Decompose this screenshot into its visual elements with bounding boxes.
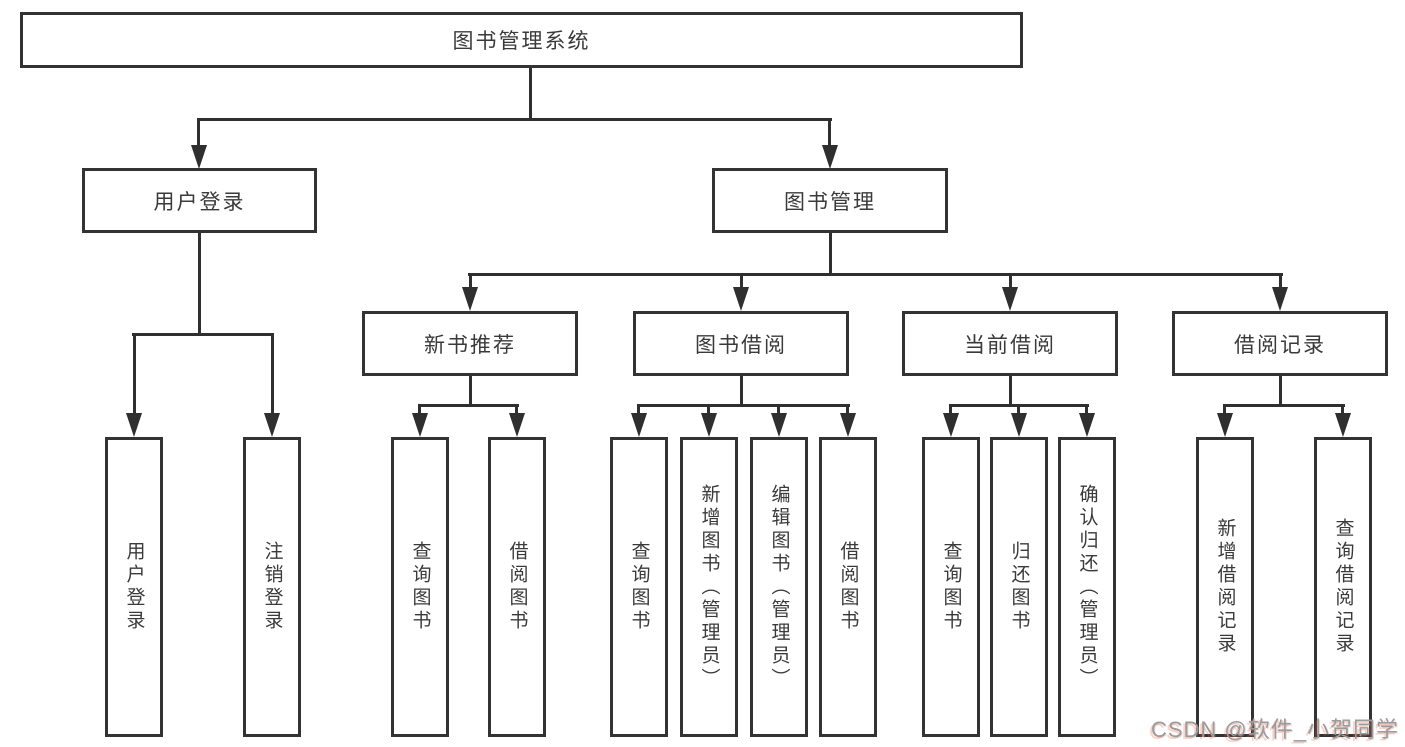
arrowhead-down bbox=[264, 413, 280, 437]
connector-line bbox=[1341, 404, 1344, 418]
connector-line bbox=[1017, 404, 1020, 418]
node-new-book-recommend: 新书推荐 bbox=[362, 311, 578, 376]
connector-line bbox=[271, 333, 274, 416]
arrowhead-down bbox=[191, 145, 207, 169]
arrowhead-down bbox=[701, 413, 717, 437]
connector-line bbox=[829, 233, 832, 276]
node-user-login: 用户登录 bbox=[82, 168, 317, 233]
arrowhead-down bbox=[462, 287, 478, 311]
leaf-recommend-borrow-book: 借阅图书 bbox=[488, 437, 546, 737]
arrowhead-down bbox=[509, 413, 525, 437]
connector-line bbox=[949, 404, 952, 418]
leaf-current-query-book: 查询图书 bbox=[922, 437, 980, 737]
connector-line bbox=[1279, 376, 1282, 407]
arrowhead-down bbox=[1217, 413, 1233, 437]
connector-line bbox=[469, 273, 472, 291]
connector-level2-splitter bbox=[468, 273, 1283, 276]
leaf-record-query-record: 查询借阅记录 bbox=[1314, 437, 1372, 737]
connector-line bbox=[418, 404, 421, 418]
arrowhead-down bbox=[1272, 287, 1288, 311]
connector-line bbox=[740, 273, 743, 291]
connector-line bbox=[846, 404, 849, 418]
connector-line bbox=[740, 376, 743, 407]
arrowhead-down bbox=[822, 145, 838, 169]
connector-line bbox=[197, 118, 200, 148]
node-root: 图书管理系统 bbox=[20, 12, 1023, 68]
leaf-borrow-add-book-admin: 新增图书（管理员） bbox=[680, 437, 738, 737]
leaf-borrow-query-book: 查询图书 bbox=[610, 437, 668, 737]
arrowhead-down bbox=[771, 413, 787, 437]
arrowhead-down bbox=[1335, 413, 1351, 437]
connector-line bbox=[469, 376, 472, 407]
leaf-current-return-book: 归还图书 bbox=[990, 437, 1048, 737]
connector-line bbox=[1279, 273, 1282, 291]
connector-line bbox=[777, 404, 780, 418]
connector-line bbox=[1085, 404, 1088, 418]
arrowhead-down bbox=[631, 413, 647, 437]
arrowhead-down bbox=[1002, 287, 1018, 311]
leaf-borrow-borrow-book: 借阅图书 bbox=[819, 437, 877, 737]
node-current-borrow: 当前借阅 bbox=[902, 311, 1118, 376]
arrowhead-down bbox=[412, 413, 428, 437]
arrowhead-down bbox=[1079, 413, 1095, 437]
arrowhead-down bbox=[126, 413, 142, 437]
connector-line bbox=[418, 404, 519, 407]
arrowhead-down bbox=[1011, 413, 1027, 437]
arrowhead-down bbox=[733, 287, 749, 311]
connector-line bbox=[828, 118, 831, 148]
arrowhead-down bbox=[840, 413, 856, 437]
connector-line bbox=[132, 333, 274, 336]
node-book-management: 图书管理 bbox=[712, 168, 948, 233]
node-borrow-record: 借阅记录 bbox=[1172, 311, 1388, 376]
connector-line bbox=[1223, 404, 1226, 418]
connector-line bbox=[1223, 404, 1345, 407]
connector-line bbox=[637, 404, 640, 418]
leaf-borrow-edit-book-admin: 编辑图书（管理员） bbox=[750, 437, 808, 737]
connector-line bbox=[637, 404, 850, 407]
leaf-current-confirm-return-admin: 确认归还（管理员） bbox=[1058, 437, 1116, 737]
leaf-recommend-query-book: 查询图书 bbox=[391, 437, 449, 737]
connector-line bbox=[198, 233, 201, 336]
node-book-borrow: 图书借阅 bbox=[633, 311, 849, 376]
leaf-record-add-record: 新增借阅记录 bbox=[1196, 437, 1254, 737]
connector-line bbox=[1009, 376, 1012, 407]
leaf-user-login: 用户登录 bbox=[105, 437, 163, 737]
connector-line bbox=[707, 404, 710, 418]
connector-line bbox=[133, 333, 136, 416]
connector-line bbox=[515, 404, 518, 418]
leaf-logout: 注销登录 bbox=[243, 437, 301, 737]
connector-root-stem bbox=[529, 68, 532, 121]
connector-line bbox=[1009, 273, 1012, 291]
arrowhead-down bbox=[943, 413, 959, 437]
connector-level1-splitter bbox=[197, 118, 832, 121]
csdn-watermark: CSDN @软件_小贺同学 bbox=[1150, 717, 1399, 742]
